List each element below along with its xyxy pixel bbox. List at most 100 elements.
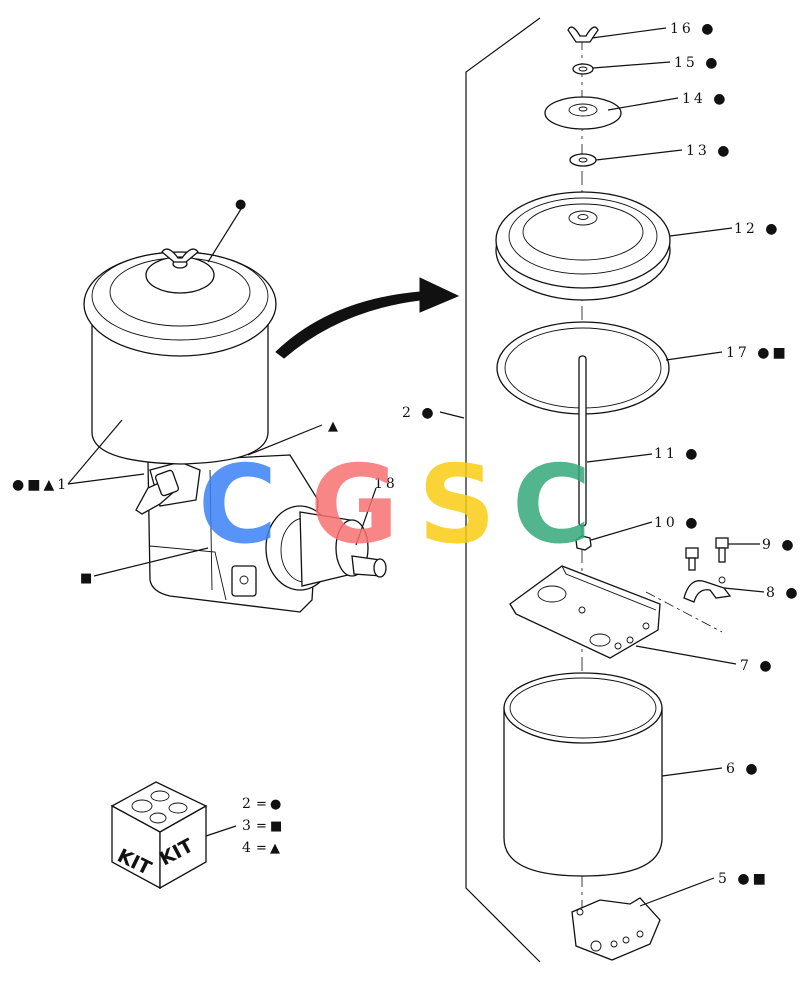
- leader-line: [207, 208, 242, 263]
- bracket-axis: [645, 591, 723, 633]
- part-5-hole: [610, 940, 618, 948]
- callout-assembly-dot: ●: [235, 197, 246, 212]
- part-12-cover-hole: [577, 214, 589, 220]
- callout-assembly-1: ●■▲1: [12, 477, 69, 493]
- reservoir-body: [91, 317, 269, 465]
- callout-10: 10 ●: [654, 515, 700, 531]
- leader-line: [591, 27, 667, 39]
- part-8-clamp-hole: [718, 576, 726, 584]
- watermark-letter: S: [418, 443, 496, 568]
- callout-assembly-18: 18: [374, 476, 398, 492]
- leader-line: [67, 419, 123, 485]
- inlet-nut: [154, 469, 180, 497]
- part-6-reservoir: [503, 707, 663, 877]
- mount-bracket: [231, 565, 257, 597]
- pump-housing-seam: [209, 469, 213, 591]
- kit-legend-symbol: ●: [270, 797, 281, 812]
- callout-7: 7 ●: [740, 658, 775, 674]
- kit-legend-equals: =: [256, 819, 267, 834]
- part-14-domed-washer: [544, 96, 622, 130]
- callout-assembly-square: ■: [80, 571, 92, 586]
- leader-line: [586, 453, 653, 463]
- leader-line: [723, 587, 765, 593]
- part-5-hole: [576, 908, 584, 916]
- assembly-arrow: [275, 277, 460, 359]
- part-13-hole: [578, 157, 588, 163]
- part-7-hole-medium: [589, 633, 611, 647]
- mount-bolt-hole: [239, 575, 249, 585]
- callout-assembly-triangle: ▲: [328, 419, 338, 434]
- part-5-hole: [636, 930, 644, 938]
- callout-17: 17 ●■: [726, 345, 789, 361]
- leader-line: [595, 149, 683, 161]
- leader-line: [205, 825, 237, 837]
- part-12-cover-top: [495, 191, 671, 289]
- part-12-cover-groove: [508, 197, 658, 275]
- part-7-bracket-flange: [509, 565, 657, 615]
- part-9-bolt-head: [685, 547, 699, 559]
- kit-legend-number: 4: [242, 840, 254, 856]
- kit-box-fitting: [149, 812, 167, 824]
- callout-12: 12 ●: [734, 221, 780, 237]
- kit-legend-row: 3 = ■: [242, 818, 282, 834]
- pump-housing-edge: [149, 545, 227, 601]
- leader-line: [635, 645, 737, 665]
- exploded-view: [465, 17, 732, 963]
- cover-washer-dome: [145, 256, 215, 294]
- callout-14: 14 ●: [682, 91, 728, 107]
- callout-16: 16 ●: [670, 21, 716, 37]
- part-13-seal: [569, 153, 597, 167]
- part-7-bracket-plate: [509, 565, 661, 659]
- pump-shaft-end: [373, 558, 387, 578]
- kit-box-fitting: [131, 799, 153, 813]
- part-10-nut: [575, 535, 592, 551]
- watermark-letter: C: [198, 443, 277, 568]
- assembled-reservoir-pump: [83, 248, 387, 613]
- part-9-bolt-shank: [688, 557, 696, 571]
- leader-line: [665, 351, 723, 361]
- cgsc-watermark: C G S C: [198, 443, 591, 568]
- watermark-letter: C: [512, 443, 591, 568]
- kit-legend-equals: =: [256, 841, 267, 856]
- kit-legend-number: 2: [242, 796, 254, 812]
- part-5-hole: [622, 936, 630, 944]
- part-7-hole-small: [626, 636, 634, 644]
- part-7-hole-center: [578, 606, 586, 614]
- watermark-letter: G: [310, 443, 399, 568]
- part-15-washer-hole: [578, 66, 588, 72]
- exploded-callouts: 16 ● 15 ● 14 ● 13 ● 12 ● 17 ●■ 2 ● 11 ● …: [402, 21, 801, 907]
- part-6-reservoir-top: [503, 672, 663, 744]
- part-6-reservoir-lip: [509, 677, 657, 739]
- part-12-cover-boss: [568, 210, 598, 226]
- callout-8: 8 ●: [766, 585, 801, 601]
- callout-5: 5 ●■: [718, 871, 769, 887]
- part-7-hole-small: [614, 642, 622, 650]
- part-5-hole-large: [590, 940, 602, 952]
- leader-line: [439, 411, 465, 419]
- leader-line: [661, 767, 723, 777]
- part-14-hole: [578, 106, 588, 112]
- part-5-plate: [571, 897, 661, 961]
- leader-line: [607, 97, 679, 111]
- leader-line: [592, 61, 671, 69]
- reservoir-cover-rim: [91, 251, 269, 341]
- kit-box-right-face: [159, 804, 207, 890]
- part-7-hole-large: [537, 585, 567, 603]
- leader-line: [355, 487, 377, 546]
- exploded-panel-bracket: [465, 17, 541, 963]
- kit-legend-number: 3: [242, 818, 254, 834]
- callout-9: 9 ●: [762, 537, 797, 553]
- callout-2: 2 ●: [402, 405, 437, 421]
- kit-legend-symbol: ▲: [270, 841, 280, 856]
- part-9-bolt-head: [715, 537, 729, 549]
- part-12-cover-inner: [522, 203, 644, 261]
- leader-line: [93, 547, 209, 577]
- assembly-callouts: ● ▲ ●■▲1 18 ■: [12, 197, 398, 586]
- kit-legend-row: 2 = ●: [242, 796, 281, 812]
- kit-box-fitting: [168, 802, 188, 814]
- part-11-rod: [578, 355, 587, 527]
- kit-box-fitting: [150, 790, 170, 802]
- part-9-bolt-shank: [718, 547, 726, 563]
- callout-13: 13 ●: [686, 143, 732, 159]
